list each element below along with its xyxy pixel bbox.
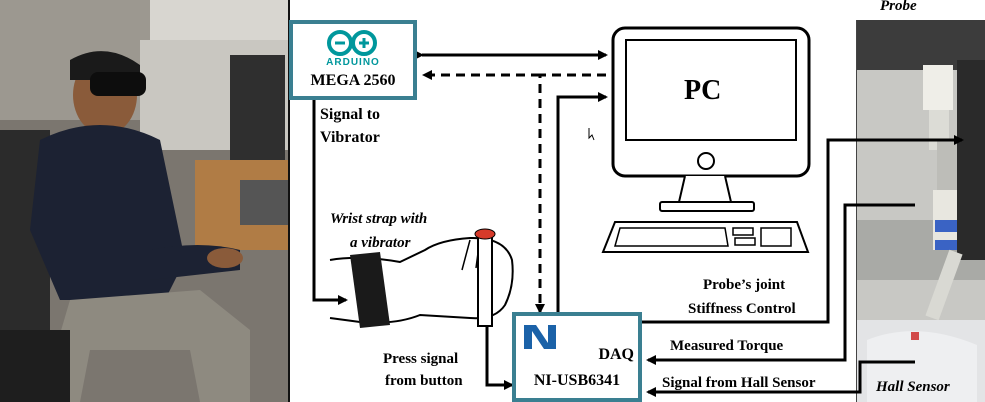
daq-box: DAQ NI-USB6341 <box>512 312 642 402</box>
wrist-strap-label-2: a vibrator <box>350 235 411 251</box>
signal-to-vibrator-label-1: Signal to <box>320 106 381 123</box>
participant-photo <box>0 0 290 402</box>
daq-name: DAQ <box>598 346 634 363</box>
measured-torque-label: Measured Torque <box>670 338 784 354</box>
arduino-logo-text: ARDUINO <box>326 57 380 68</box>
cursor-icon <box>588 128 595 141</box>
signal-hall-label: Signal from Hall Sensor <box>662 375 816 391</box>
probe-illustration <box>857 20 985 402</box>
press-signal-label-2: from button <box>385 373 463 389</box>
probe-photo <box>856 20 985 402</box>
probe-joint-label-1: Probe’s joint <box>703 277 786 293</box>
arduino-model: MEGA 2560 <box>310 72 396 89</box>
hand-illustration <box>329 228 514 328</box>
ni-logo-icon <box>524 325 556 349</box>
probe-label: Probe <box>880 0 917 14</box>
pc-monitor-icon <box>611 26 811 212</box>
keyboard-icon <box>601 221 810 253</box>
arduino-logo-icon <box>327 30 377 56</box>
arduino-box: ARDUINO MEGA 2560 <box>289 20 417 100</box>
pc-label: PC <box>684 75 722 106</box>
wrist-strap-label-1: Wrist strap with <box>330 211 428 227</box>
hall-sensor-label: Hall Sensor <box>876 379 950 395</box>
participant-illustration <box>0 0 288 402</box>
signal-to-vibrator-label-2: Vibrator <box>320 129 380 146</box>
daq-model: NI-USB6341 <box>533 372 621 389</box>
probe-joint-label-2: Stiffness Control <box>688 301 796 317</box>
press-signal-label-1: Press signal <box>383 351 459 367</box>
